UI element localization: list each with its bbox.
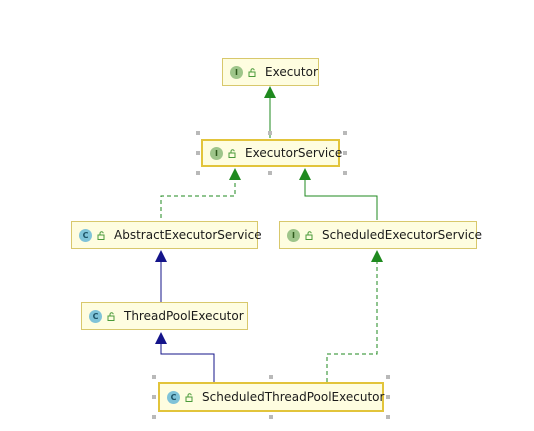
node-label: Executor bbox=[265, 65, 318, 79]
node-scheduledthreadpoolexecutor[interactable]: C ScheduledThreadPoolExecutor bbox=[158, 382, 384, 412]
selection-handle[interactable] bbox=[269, 375, 273, 379]
edge-scheduledexecutorservice-extends-executorservice bbox=[304, 180, 378, 220]
edge-scheduledthreadpoolexecutor-extends-threadpoolexecutor bbox=[160, 343, 215, 382]
selection-handle[interactable] bbox=[386, 415, 390, 419]
selection-handle[interactable] bbox=[386, 375, 390, 379]
selection-handle[interactable] bbox=[343, 151, 347, 155]
selection-handle[interactable] bbox=[196, 171, 200, 175]
interface-icon: I bbox=[230, 65, 243, 79]
arrowhead-abstractexecutorservice bbox=[155, 250, 167, 262]
edge-scheduledthreadpoolexecutor-implements-scheduledexecutorservice bbox=[326, 262, 378, 382]
node-threadpoolexecutor[interactable]: C ThreadPoolExecutor bbox=[81, 302, 248, 330]
selection-handle[interactable] bbox=[196, 131, 200, 135]
arrowhead-threadpoolexecutor bbox=[155, 332, 167, 344]
selection-handle[interactable] bbox=[343, 171, 347, 175]
class-icon: C bbox=[167, 390, 180, 404]
selection-handle[interactable] bbox=[386, 395, 390, 399]
interface-icon: I bbox=[287, 228, 300, 242]
selection-handle[interactable] bbox=[268, 131, 272, 135]
unlock-icon bbox=[185, 392, 193, 402]
class-icon: C bbox=[79, 228, 92, 242]
node-executor[interactable]: I Executor bbox=[222, 58, 319, 86]
node-executorservice[interactable]: I ExecutorService bbox=[201, 139, 343, 167]
node-label: ScheduledExecutorService bbox=[322, 228, 482, 242]
selection-handle[interactable] bbox=[152, 375, 156, 379]
node-label: ExecutorService bbox=[245, 146, 343, 160]
unlock-icon bbox=[107, 311, 115, 321]
unlock-icon bbox=[97, 230, 105, 240]
node-scheduledexecutorservice[interactable]: I ScheduledExecutorService bbox=[279, 221, 482, 249]
unlock-icon bbox=[305, 230, 313, 240]
selection-handle[interactable] bbox=[269, 415, 273, 419]
class-icon: C bbox=[89, 309, 102, 323]
unlock-icon bbox=[248, 67, 256, 77]
interface-icon: I bbox=[210, 146, 223, 160]
selection-handle[interactable] bbox=[268, 171, 272, 175]
arrowhead-executorservice-left bbox=[229, 168, 241, 180]
selection-handle[interactable] bbox=[343, 131, 347, 135]
selection-handle[interactable] bbox=[196, 151, 200, 155]
arrowhead-executorservice-right bbox=[299, 168, 311, 180]
selection-handle[interactable] bbox=[152, 415, 156, 419]
arrowhead-executor bbox=[264, 86, 276, 98]
node-label: ThreadPoolExecutor bbox=[124, 309, 244, 323]
selection-handle[interactable] bbox=[152, 395, 156, 399]
unlock-icon bbox=[228, 148, 236, 158]
arrowhead-scheduledexecutorservice bbox=[371, 250, 383, 262]
edge-abstractexecutorservice-implements-executorservice bbox=[160, 180, 236, 218]
node-abstractexecutorservice[interactable]: C AbstractExecutorService bbox=[71, 221, 262, 249]
node-label: ScheduledThreadPoolExecutor bbox=[202, 390, 385, 404]
node-label: AbstractExecutorService bbox=[114, 228, 262, 242]
